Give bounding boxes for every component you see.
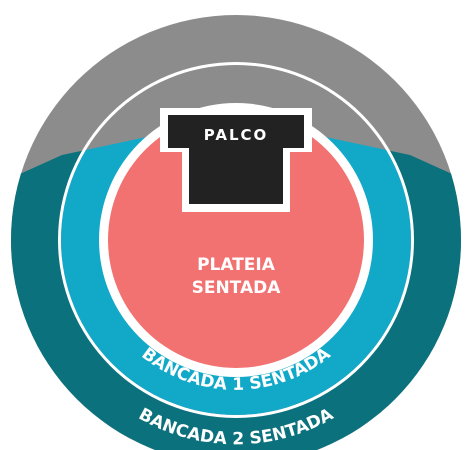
plateia-label-line2: SENTADA	[192, 278, 282, 298]
plateia-section[interactable]	[108, 112, 364, 368]
stage-label: PALCO	[204, 126, 269, 144]
plateia-label-line1: PLATEIA	[197, 255, 276, 275]
plateia-fill	[108, 112, 364, 368]
stage-shape	[168, 115, 304, 204]
stage: PALCO	[168, 115, 304, 204]
